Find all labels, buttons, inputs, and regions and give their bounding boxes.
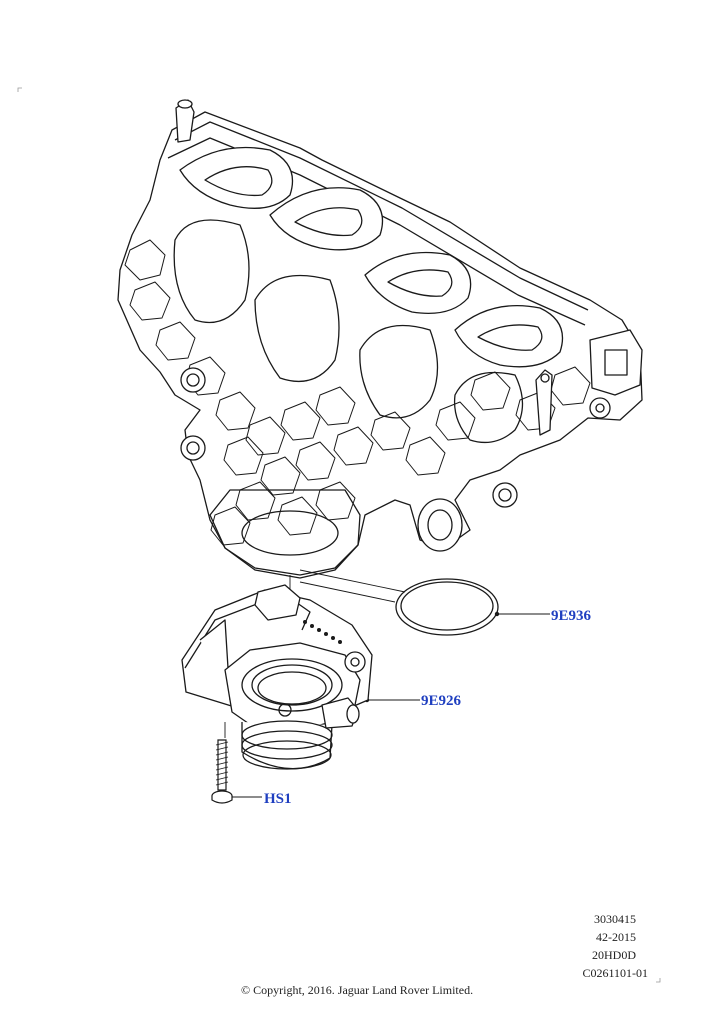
reference-code-4: C0261101-01	[582, 966, 648, 980]
throttle-body-illustration	[181, 584, 373, 770]
reference-code-1: 3030415	[594, 912, 636, 926]
leader-lines	[224, 569, 550, 798]
intake-manifold-illustration	[117, 99, 643, 579]
callout-9e936[interactable]: 9E936	[551, 608, 592, 624]
reference-code-2: 42-2015	[596, 930, 636, 944]
callout-9e926[interactable]: 9E926	[421, 693, 462, 709]
reference-code-3: 20HD0D	[592, 948, 636, 962]
bolt-illustration	[211, 739, 233, 804]
callout-hs1[interactable]: HS1	[264, 791, 292, 807]
gasket-ring-illustration	[395, 578, 499, 636]
copyright-notice: © Copyright, 2016. Jaguar Land Rover Lim…	[241, 983, 474, 997]
